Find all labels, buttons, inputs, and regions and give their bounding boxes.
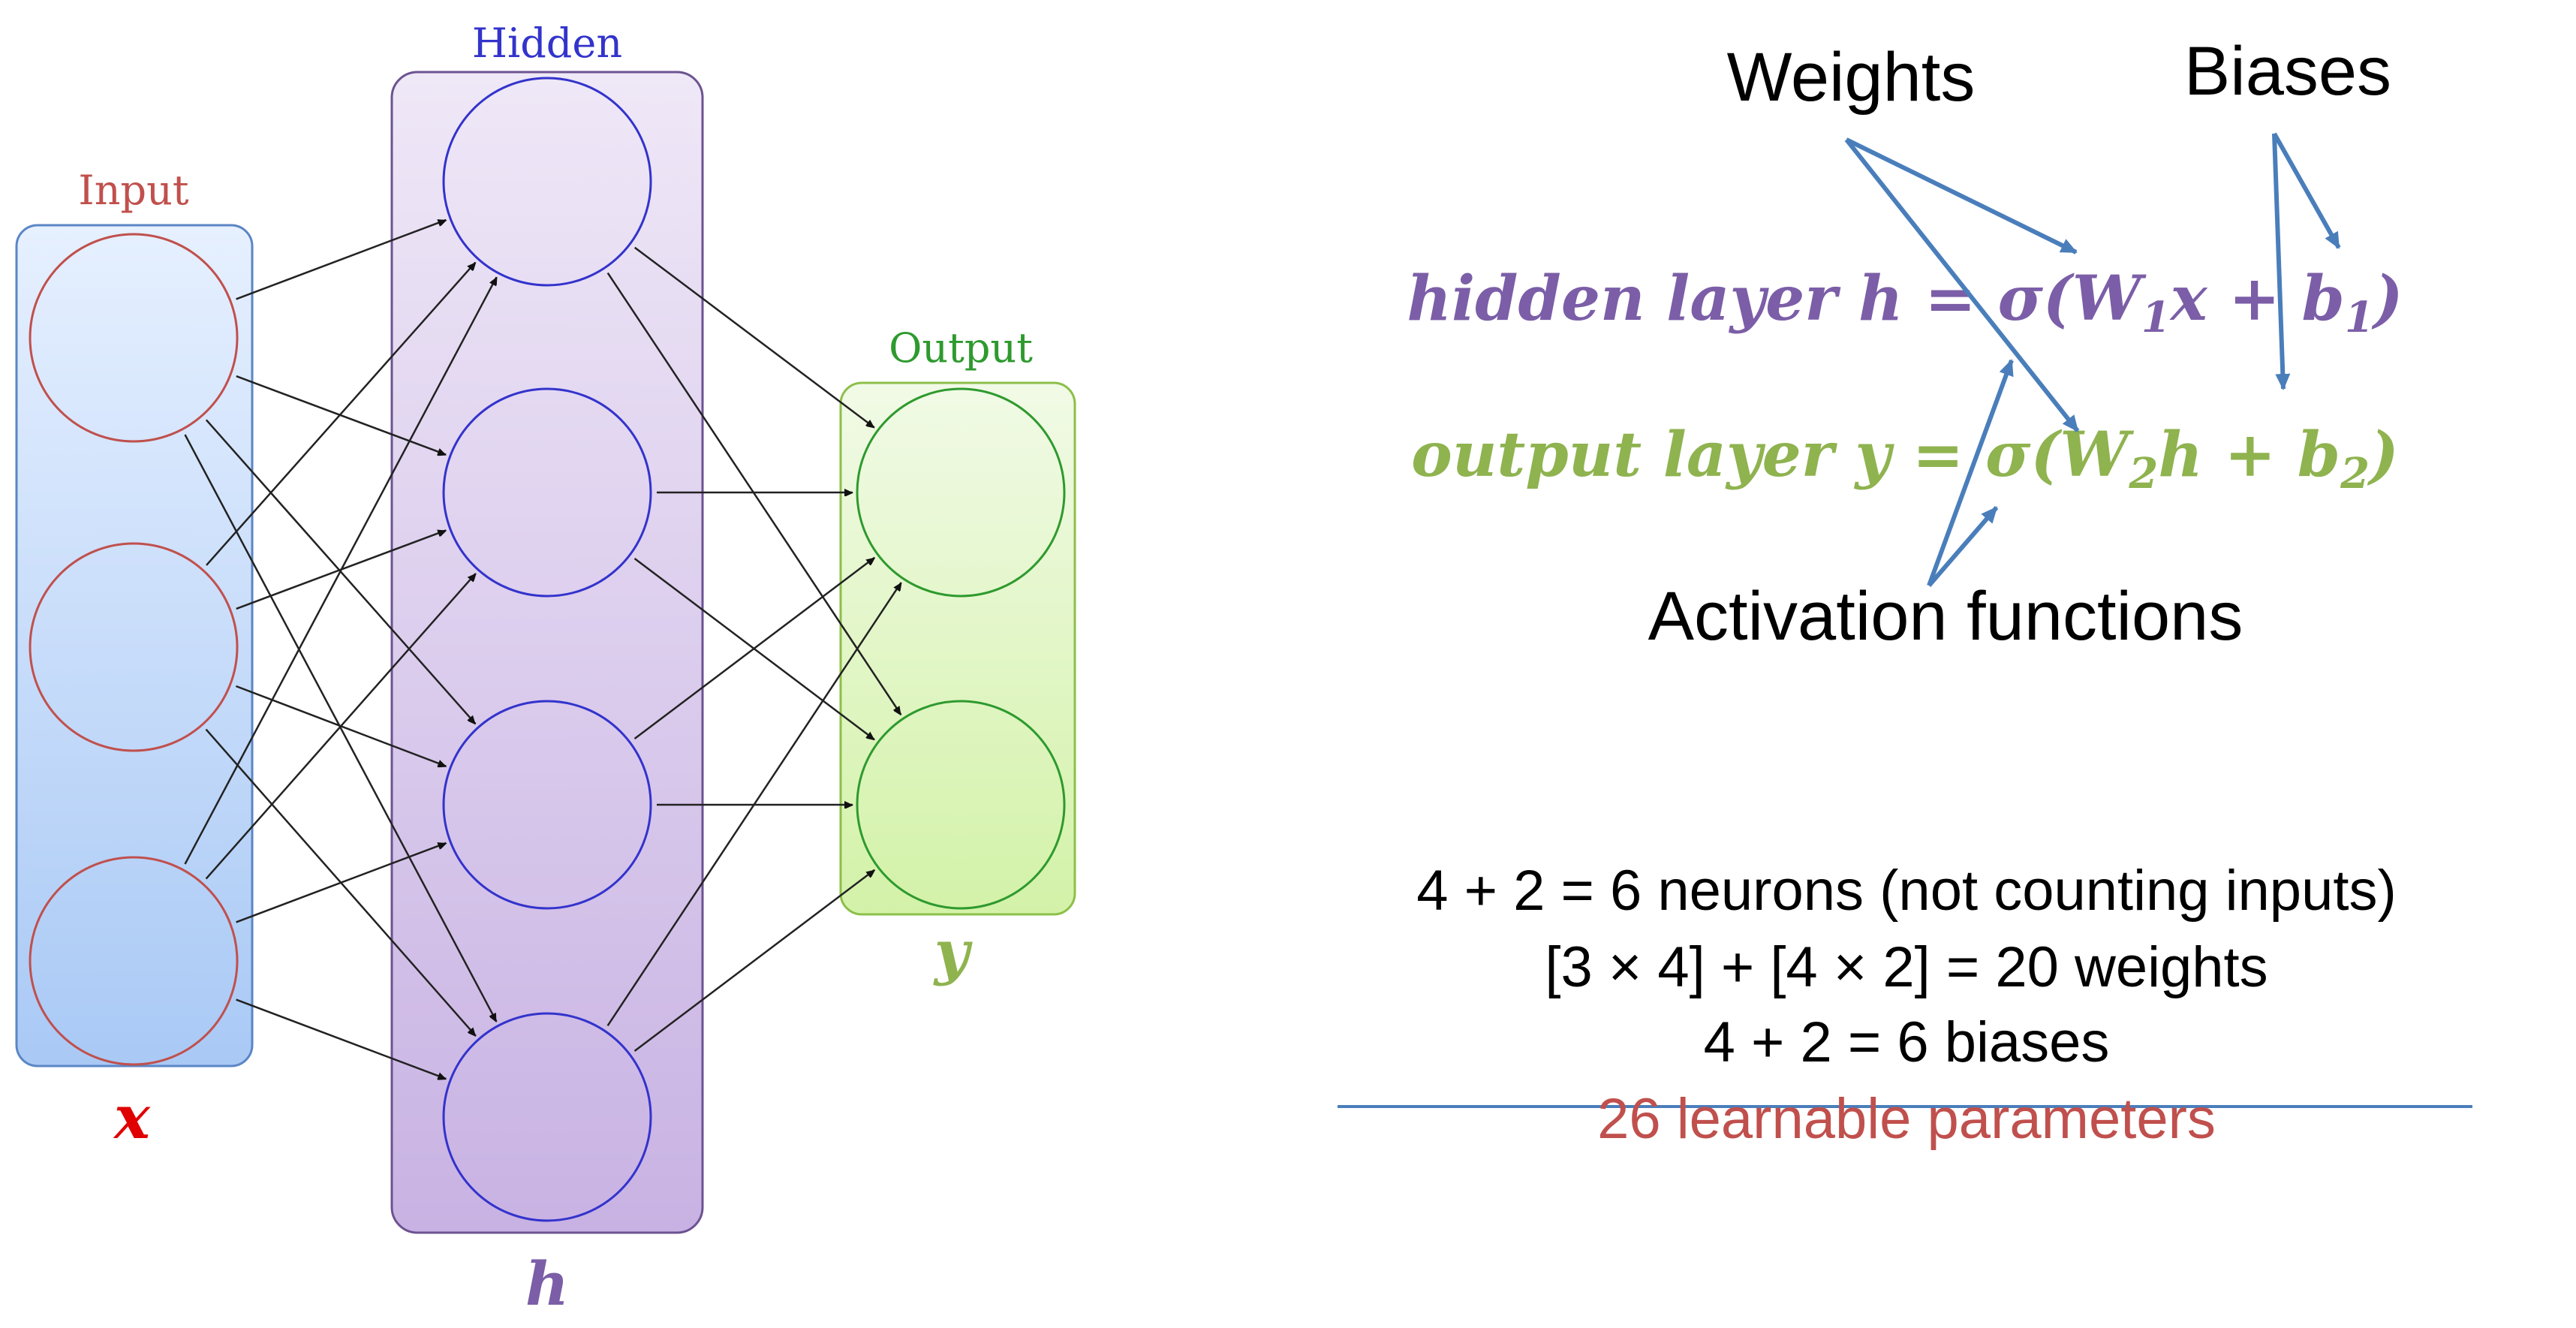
hidden-neuron <box>442 1012 652 1222</box>
weight-arrow <box>633 556 875 739</box>
input-neuron <box>29 856 239 1066</box>
weight-arrow <box>184 277 498 865</box>
hidden-neuron <box>442 77 652 287</box>
weight-arrow <box>205 573 476 880</box>
weight-arrow <box>236 218 447 300</box>
output-variable-y: y <box>933 917 974 987</box>
input-neuron <box>29 233 239 443</box>
weights-arrow-w2 <box>1844 138 2080 432</box>
output-neuron <box>856 387 1066 598</box>
weight-arrow <box>236 375 446 454</box>
weight-arrow <box>184 434 498 1022</box>
biases-arrow-b2 <box>2272 133 2291 390</box>
input-variable-x: x <box>113 1082 151 1152</box>
summary-total: 26 learnable parameters <box>1597 1087 2216 1151</box>
weights-label: Weights <box>1727 39 1976 116</box>
pointer-arrows <box>1844 132 2341 587</box>
input-layer-title: Input <box>78 167 188 214</box>
input-neuron <box>29 542 239 752</box>
biases-arrow-b1 <box>2272 132 2341 249</box>
hidden-neuron <box>442 700 652 910</box>
biases-label: Biases <box>2184 33 2391 110</box>
neurons <box>29 77 1066 1222</box>
output-neuron <box>856 700 1066 910</box>
weight-arrow <box>606 582 902 1026</box>
weight-arrow <box>236 998 447 1080</box>
activation-arrow-hidden <box>1927 359 2014 587</box>
hidden-neuron <box>442 387 652 598</box>
output-layer-box <box>839 381 1076 916</box>
summary-weights: [3 × 4] + [4 × 2] = 20 weights <box>1545 935 2268 999</box>
summary-neurons: 4 + 2 = 6 neurons (not counting inputs) <box>1416 859 2397 923</box>
output-layer-equation: output layer y = σ(W2h + b2) <box>1411 419 2399 498</box>
weight-arrow <box>206 261 475 566</box>
hidden-variable-h: h <box>525 1248 569 1319</box>
weight-arrow <box>633 246 875 428</box>
input-layer-box <box>15 224 254 1068</box>
hidden-layer-equation: hidden layer h = σ(W1x + b1) <box>1407 263 2403 342</box>
weight-arrow <box>633 869 875 1052</box>
hidden-layer-title: Hidden <box>472 20 622 67</box>
weights-arrow-w1 <box>1845 137 2078 254</box>
activation-functions-label: Activation functions <box>1648 578 2243 655</box>
activation-arrow-output <box>1927 506 1999 587</box>
weight-arrow <box>236 842 447 923</box>
output-layer-title: Output <box>889 324 1033 372</box>
weight-arrow <box>606 272 902 715</box>
summary-biases: 4 + 2 = 6 biases <box>1704 1010 2110 1074</box>
hidden-layer-box <box>390 71 704 1234</box>
weight-connections <box>184 218 902 1080</box>
